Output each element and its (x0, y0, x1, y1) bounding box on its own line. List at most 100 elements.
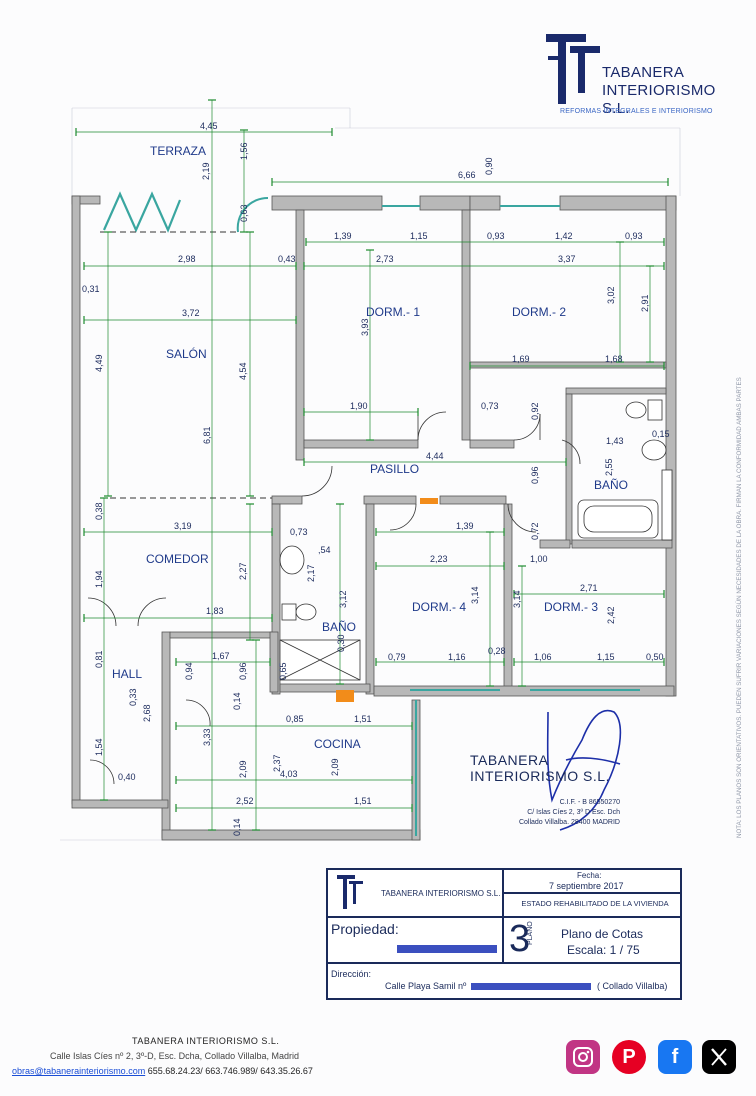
fecha-label: Fecha: (577, 871, 602, 880)
room-dorm2: DORM.- 2 (512, 305, 566, 319)
stamp-address: C/ Islas Cíes 2, 3º D Esc. Dch (527, 809, 620, 816)
footer-address: Calle Islas Cíes nº 2, 3º-D, Esc. Dcha, … (50, 1051, 300, 1061)
dim-label: 2,27 (238, 562, 248, 580)
title-block: TABANERA INTERIORISMO S.L. Fecha: 7 sept… (326, 868, 682, 1000)
footer-name: TABANERA INTERIORISMO S.L. (132, 1036, 280, 1046)
dimension-labels: 4,45 6,66 1,39 1,15 0,93 1,42 0,93 2,98 … (82, 121, 670, 806)
dim-label: 1,56 (239, 142, 249, 160)
doors (87, 411, 581, 785)
dim-label: 2,98 (178, 254, 196, 264)
dim-label: 3,02 (606, 286, 616, 304)
dim-label: 1,68 (605, 354, 623, 364)
dim-label: 2,23 (430, 554, 448, 564)
dimension-labels-vertical: 2,19 1,56 0,90 0,63 3,93 3,02 2,91 4,49 … (94, 142, 650, 836)
dim-label: 2,42 (606, 606, 616, 624)
dim-label: 0,93 (625, 231, 643, 241)
dim-label: 1,90 (350, 401, 368, 411)
footer-phones: 655.68.24.23/ 663.746.989/ 643.35.26.67 (145, 1066, 313, 1076)
company-stamp: TABANERA INTERIORISMO S.L. C.I.F. - B 86… (470, 752, 660, 826)
footer-email-link[interactable]: obras@tabanerainteriorismo.com (12, 1066, 146, 1076)
dim-label: 3,33 (202, 728, 212, 746)
side-note-text: NOTA: LOS PLANOS SON ORIENTATIVOS. PUEDE… (736, 377, 743, 838)
fecha-value: 7 septiembre 2017 (549, 881, 624, 891)
dim-label: 2,19 (201, 162, 211, 180)
room-salon: SALÓN (166, 346, 207, 361)
stamp-name: TABANERA INTERIORISMO S.L. (470, 752, 610, 784)
dim-label: 0,81 (94, 650, 104, 668)
room-bano-1: BAÑO (594, 478, 628, 492)
title-company: TABANERA INTERIORISMO S.L. (381, 889, 501, 898)
dim-label: 2,73 (376, 254, 394, 264)
dim-label: 0,33 (128, 688, 138, 706)
dim-label: 0,38 (94, 502, 104, 520)
dim-label: 0,79 (388, 652, 406, 662)
room-cocina: COCINA (314, 737, 361, 751)
dim-label: 1,51 (354, 714, 372, 724)
pinterest-icon[interactable]: P (612, 1040, 646, 1074)
plano-number: 3 (509, 918, 531, 960)
dim-label: 2,52 (236, 796, 254, 806)
direccion-city: ( Collado Villalba) (597, 981, 668, 991)
dim-label: 0,30 (336, 634, 346, 652)
dim-label: 3,12 (338, 590, 348, 608)
room-comedor: COMEDOR (146, 552, 209, 566)
dimension-lines (76, 100, 668, 830)
dim-label: 4,49 (94, 354, 104, 372)
dim-label: 2,55 (604, 458, 614, 476)
side-note: NOTA: LOS PLANOS SON ORIENTATIVOS. PUEDE… (736, 377, 743, 838)
dim-label: 0,94 (184, 662, 194, 680)
redacted-address (471, 983, 591, 990)
dim-label: 2,37 (272, 754, 282, 772)
logo-tagline: REFORMAS INTEGRALES E INTERIORISMO (560, 108, 713, 115)
dim-label: 6,66 (458, 170, 476, 180)
direccion-label: Dirección: (331, 969, 372, 979)
dim-label: 1,69 (512, 354, 530, 364)
room-pasillo: PASILLO (370, 462, 419, 476)
dim-label: 0,14 (232, 692, 242, 710)
x-icon[interactable] (702, 1040, 736, 1074)
room-dorm3: DORM.- 3 (544, 600, 598, 614)
dim-label: 0,85 (286, 714, 304, 724)
dim-label: 0,31 (82, 284, 100, 294)
logo-name: TABANERA INTERIORISMO S.L. (602, 64, 716, 117)
plano-title: Plano de Cotas (561, 927, 644, 941)
dim-label: 0,90 (484, 157, 494, 175)
facebook-icon[interactable]: f (658, 1040, 692, 1074)
dim-label: 3,14 (512, 590, 522, 608)
dim-label: 1,83 (206, 606, 224, 616)
dim-label: 0,73 (290, 527, 308, 537)
dim-label: 1,94 (94, 570, 104, 588)
stamp-city: Collado Villalba. 28400 MADRID (518, 819, 620, 826)
dim-label: 0,28 (488, 646, 506, 656)
dim-label: 0,73 (481, 401, 499, 411)
dim-label: 3,93 (360, 318, 370, 336)
dim-label: 3,19 (174, 521, 192, 531)
signature (546, 709, 622, 831)
room-labels: TERRAZA SALÓN COMEDOR HALL DORM.- 1 DORM… (112, 144, 628, 751)
dim-label: 1,39 (334, 231, 352, 241)
logo-mark-icon (546, 34, 600, 104)
dim-label: 0,14 (232, 818, 242, 836)
dim-label: 1,15 (597, 652, 615, 662)
dim-label: 4,45 (200, 121, 218, 131)
dim-label: 0,43 (278, 254, 296, 264)
dim-label: 1,67 (212, 651, 230, 661)
dim-label: 4,44 (426, 451, 444, 461)
dim-label: 1,16 (448, 652, 466, 662)
estado: ESTADO REHABILITADO DE LA VIVIENDA (521, 899, 669, 908)
dim-label: 1,00 (530, 554, 548, 564)
dim-label: 2,71 (580, 583, 598, 593)
stamp-cif: C.I.F. - B 86550270 (559, 799, 620, 806)
dim-label: 1,43 (606, 436, 624, 446)
dim-label: 0,93 (487, 231, 505, 241)
room-dorm4: DORM.- 4 (412, 600, 466, 614)
dim-label: 2,91 (640, 294, 650, 312)
instagram-icon[interactable] (566, 1040, 600, 1074)
direccion-value: Calle Playa Samil nº (385, 981, 467, 991)
company-logo: TABANERA INTERIORISMO S.L. REFORMAS INTE… (540, 28, 730, 120)
dim-label: 3,14 (470, 586, 480, 604)
dim-label: 1,54 (94, 738, 104, 756)
dim-label: 2,09 (238, 760, 248, 778)
dim-label: 0,96 (530, 466, 540, 484)
dim-label: 1,42 (555, 231, 573, 241)
